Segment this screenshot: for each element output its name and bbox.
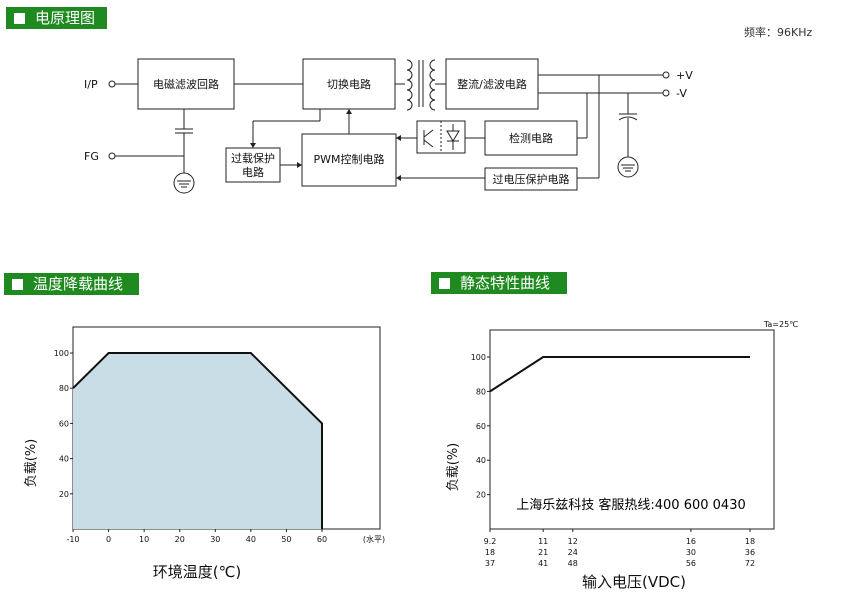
section-title: 温度降载曲线 (33, 275, 124, 293)
overload-label-line1: 过载保护 (231, 151, 275, 165)
y-axis-label: 负载(%) (24, 439, 39, 488)
y-tick-label: 20 (59, 490, 69, 499)
transformer-icon (395, 59, 446, 111)
y-tick-label: 80 (476, 387, 486, 396)
switching-block (302, 58, 396, 110)
section-header-derating: 温度降载曲线 (4, 273, 139, 295)
y-tick-label: 20 (476, 491, 486, 500)
frequency-label: 频率：96KHz (744, 26, 813, 39)
derating-line (72, 352, 323, 529)
section-title: 静态特性曲线 (460, 274, 551, 292)
earth-ground-icon (173, 172, 195, 194)
x-tick-label: 50 (281, 535, 291, 544)
section-header-circuit: 电原理图 (6, 7, 107, 29)
x-tick-label: 10 (139, 535, 149, 544)
x-axis-label: 环境温度(℃) (153, 563, 242, 581)
pwm-label: PWM控制电路 (313, 152, 384, 166)
x-tick-label: 9.2 (484, 537, 497, 546)
plot-frame (489, 329, 775, 530)
x-tick-label: 18 (745, 537, 755, 546)
output-negative-terminal (662, 89, 670, 97)
detection-block (484, 120, 578, 156)
switching-label: 切换电路 (327, 77, 371, 91)
x-axis-label: 输入电压(VDC) (582, 573, 686, 591)
y-tick-label: 60 (476, 422, 486, 431)
y-tick-label: 100 (54, 349, 69, 358)
rectifier-label: 整流/滤波电路 (457, 77, 527, 91)
x-tick-label: 60 (317, 535, 327, 544)
static-line (489, 356, 750, 393)
x-tick-label: 30 (210, 535, 220, 544)
temperature-annotation: Ta=25℃ (763, 320, 798, 329)
y-tick-label: 40 (59, 455, 69, 464)
section-header-static: 静态特性曲线 (431, 272, 567, 294)
y-tick-label: 60 (59, 419, 69, 428)
square-bullet-icon (439, 278, 450, 289)
arrow-icon (297, 162, 302, 168)
input-label: I/P (84, 78, 98, 91)
arrow-icon (396, 175, 401, 181)
x-tick-label: 20 (175, 535, 185, 544)
overload-label-line2: 电路 (242, 166, 264, 179)
x-tick-label: 16 (686, 537, 696, 546)
y-tick-label: 100 (471, 353, 486, 362)
x-tick-label: 11 (538, 537, 548, 546)
fg-label: FG (84, 150, 99, 163)
overvoltage-block (484, 167, 578, 191)
earth-ground-icon (617, 156, 639, 178)
overvoltage-label: 过电压保护电路 (493, 172, 570, 186)
x-tick-label: 37 (485, 559, 495, 568)
x-tick-label: 36 (745, 548, 755, 557)
output-positive-terminal (662, 71, 670, 79)
optocoupler-icon (416, 120, 466, 154)
x-tick-label: 12 (568, 537, 578, 546)
square-bullet-icon (12, 279, 23, 290)
x-tick-label: 21 (538, 548, 548, 557)
emi-filter-label: 电磁滤波回路 (153, 78, 219, 91)
detection-label: 检测电路 (509, 131, 553, 145)
x-tick-label: 30 (686, 548, 696, 557)
hotline-text: 上海乐兹科技 客服热线:400 600 0430 (516, 497, 746, 513)
x-tick-label: -10 (66, 535, 79, 544)
derating-area (73, 353, 322, 529)
rectifier-block (445, 58, 539, 110)
y-tick-label: 80 (59, 384, 69, 393)
x-tick-label: 0 (106, 535, 111, 544)
x-tick-label: 41 (538, 559, 548, 568)
output-positive-label: +V (676, 69, 693, 82)
arrow-icon (396, 135, 401, 141)
y-tick-label: 40 (476, 456, 486, 465)
square-bullet-icon (14, 13, 25, 24)
pwm-block (301, 133, 397, 187)
x-tick-label: 24 (568, 548, 578, 557)
section-title: 电原理图 (35, 9, 96, 27)
x-tick-label: 48 (568, 559, 578, 568)
emi-filter-block (137, 58, 235, 110)
x-tick-label: 56 (686, 559, 696, 568)
y-axis-label: 负载(%) (446, 443, 461, 492)
x-tick-label: 18 (485, 548, 495, 557)
x-tick-label: 72 (745, 559, 755, 568)
arrow-icon (346, 109, 352, 114)
x-tick-label: 40 (246, 535, 256, 544)
output-negative-label: -V (676, 87, 687, 100)
arrow-icon (250, 143, 256, 148)
x-unit-note: (水平) (363, 534, 385, 544)
